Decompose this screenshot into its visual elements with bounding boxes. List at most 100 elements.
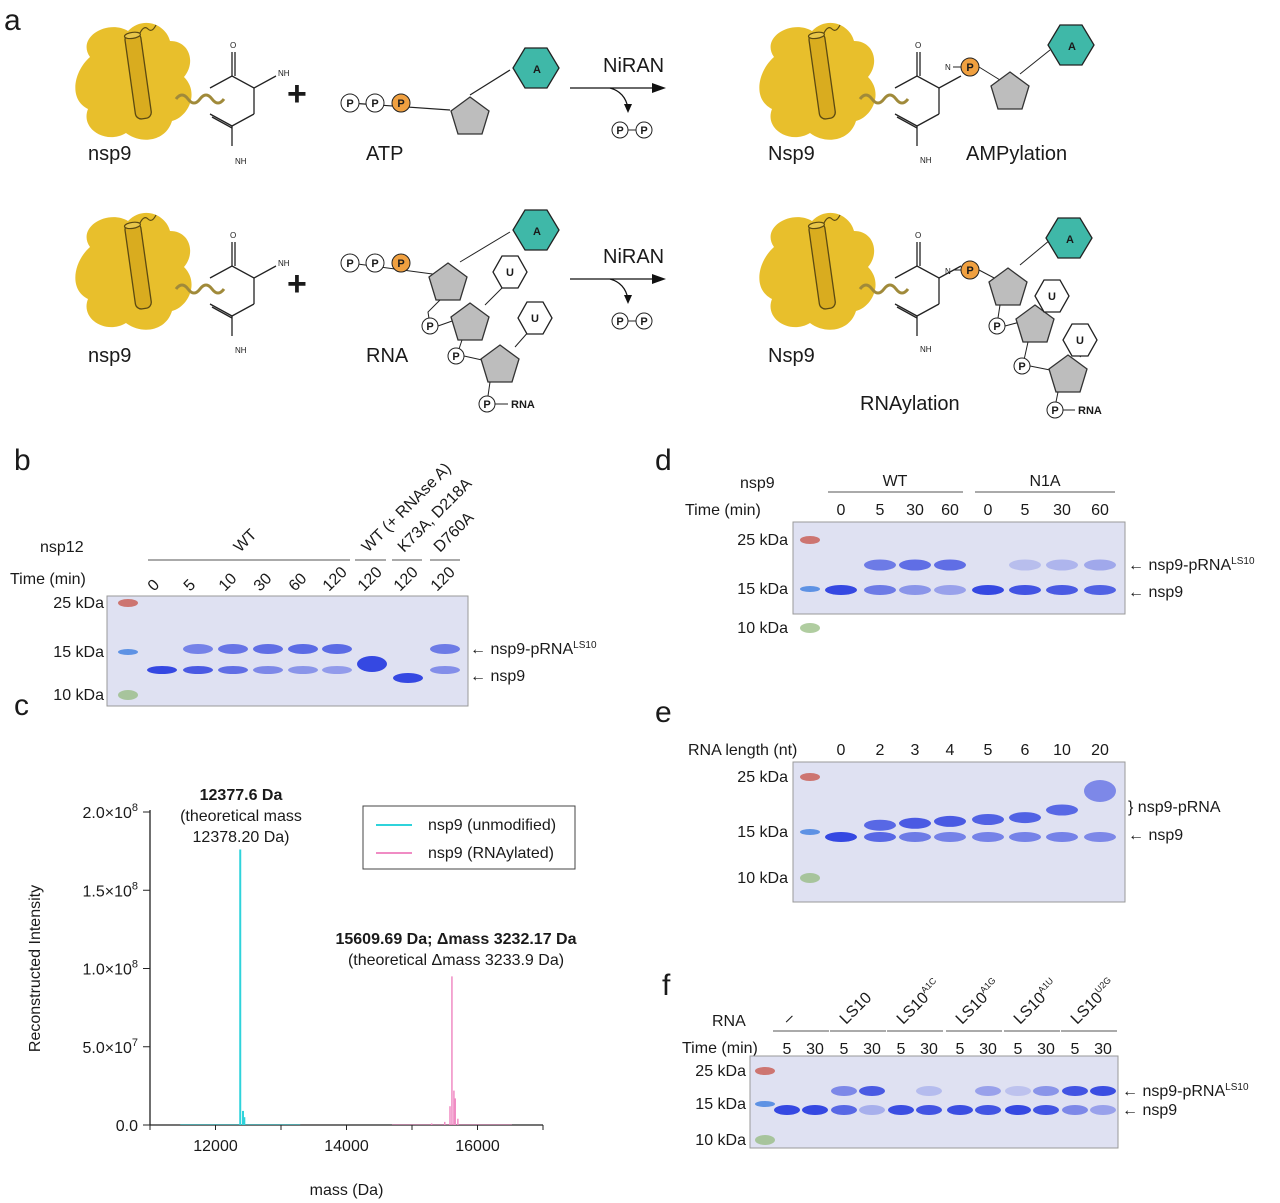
gel-band [1009, 559, 1041, 571]
gel-band [253, 644, 283, 654]
rna-label: RNA [366, 345, 409, 367]
marker-label: 15 kDa [53, 644, 104, 661]
ribose-icon [450, 96, 490, 135]
amide-label: NH [235, 346, 247, 355]
time-label: 5 [1014, 1041, 1023, 1058]
gel-band [183, 666, 213, 674]
length-label: 20 [1091, 742, 1109, 759]
ribose-icon [450, 302, 490, 341]
marker-label: 10 kDa [53, 687, 104, 704]
time-label: 5 [897, 1041, 906, 1058]
gel-band [393, 673, 423, 683]
x-tick-label: 12000 [193, 1138, 238, 1155]
gel-band [218, 666, 248, 674]
phosphate-glyph: P [397, 98, 404, 110]
y-tick-exponent: 8 [132, 802, 138, 814]
marker-band-10kda [118, 690, 138, 700]
marker-band-25kda [755, 1067, 775, 1075]
peak-annotation-unmodified: 12377.6 Da [200, 787, 283, 804]
gel-band [947, 1105, 973, 1115]
gel-band [975, 1086, 1001, 1096]
time-label: 5 [876, 502, 885, 519]
marker-label: 25 kDa [737, 532, 788, 549]
peak-annotation-unmodified-line2: (theoretical mass [180, 808, 302, 825]
phosphate-icon [340, 93, 360, 113]
nsp9-product-label: Nsp9 [768, 345, 815, 367]
pyrophosphate-glyph: P [616, 125, 623, 137]
gel-band [864, 819, 896, 831]
phosphate-glyph: P [371, 98, 378, 110]
band-label-superscript: LS10 [1231, 556, 1255, 567]
band-label-nsp9: ← nsp9 [1128, 827, 1183, 844]
marker-label: 10 kDa [737, 620, 788, 637]
amine-label: NH [278, 259, 290, 268]
time-label: 5 [783, 1041, 792, 1058]
y-axis-label: Reconstructed Intensity [27, 885, 44, 1052]
rnaylation-label: RNAylation [860, 393, 960, 415]
marker-band-15kda [118, 649, 138, 655]
gel-band [288, 644, 318, 654]
ribose-icon [480, 344, 520, 383]
length-label: 5 [984, 742, 993, 759]
gel-band [916, 1086, 942, 1096]
marker-band-10kda [800, 873, 820, 883]
amide-label: NH [920, 156, 932, 165]
time-label: 5 [1071, 1041, 1080, 1058]
time-label: 60 [941, 502, 959, 519]
length-label: 4 [946, 742, 955, 759]
time-label: 120 [428, 564, 459, 595]
phosphate-glyph: P [397, 258, 404, 270]
nsp9-protein-icon [73, 21, 226, 142]
ribose-icon [1048, 354, 1088, 393]
gel-band [864, 832, 896, 842]
gel-band [825, 585, 857, 595]
panel-label-a: a [4, 4, 21, 37]
marker-band-25kda [800, 536, 820, 544]
marker-label: 10 kDa [695, 1132, 746, 1149]
nsp9-product-label: Nsp9 [768, 143, 815, 165]
phosphate-glyph: P [346, 98, 353, 110]
gel-band [859, 1105, 885, 1115]
gel-band [972, 814, 1004, 825]
time-label: 120 [355, 564, 386, 595]
gel-band [972, 832, 1004, 842]
gel-band [899, 559, 931, 571]
x-tick-label: 16000 [455, 1138, 500, 1155]
time-label: 5 [840, 1041, 849, 1058]
uracil-glyph: U [531, 313, 539, 325]
gel-band [322, 644, 352, 654]
rna-name: LS10 [1068, 989, 1107, 1028]
gel-band [430, 644, 460, 654]
marker-label: 15 kDa [737, 581, 788, 598]
time-label: 30 [806, 1041, 824, 1058]
group-label-wt: WT [231, 526, 261, 556]
length-label: 10 [1053, 742, 1071, 759]
gel-band [774, 1105, 800, 1115]
panel-label-e: e [655, 696, 672, 729]
gel-band [1062, 1086, 1088, 1096]
oxygen-label: O [915, 231, 921, 240]
niran-label: NiRAN [603, 55, 664, 77]
gel-band [859, 1086, 885, 1096]
time-label: 30 [1094, 1041, 1112, 1058]
asparagine-structure [894, 241, 962, 337]
gel-band [802, 1105, 828, 1115]
nsp12-row-label: nsp12 [40, 539, 84, 556]
oxygen-label: O [230, 41, 236, 50]
oxygen-label: O [915, 41, 921, 50]
nitrogen-label: N [945, 267, 951, 276]
gel-band [322, 666, 352, 674]
gel-image [749, 1055, 1119, 1149]
gel-band [899, 585, 931, 595]
adenine-glyph: A [533, 64, 541, 76]
rna-chain-label: RNA [1078, 405, 1102, 417]
adenine-glyph: A [1068, 41, 1076, 53]
time-label: 0 [837, 502, 846, 519]
gel-band [1009, 585, 1041, 595]
gel-band [972, 585, 1004, 595]
gel-band [1084, 585, 1116, 595]
peak-annotation-unmodified-line3: 12378.20 Da) [193, 829, 290, 846]
time-label: 10 [216, 570, 241, 595]
gel-image [106, 595, 469, 707]
